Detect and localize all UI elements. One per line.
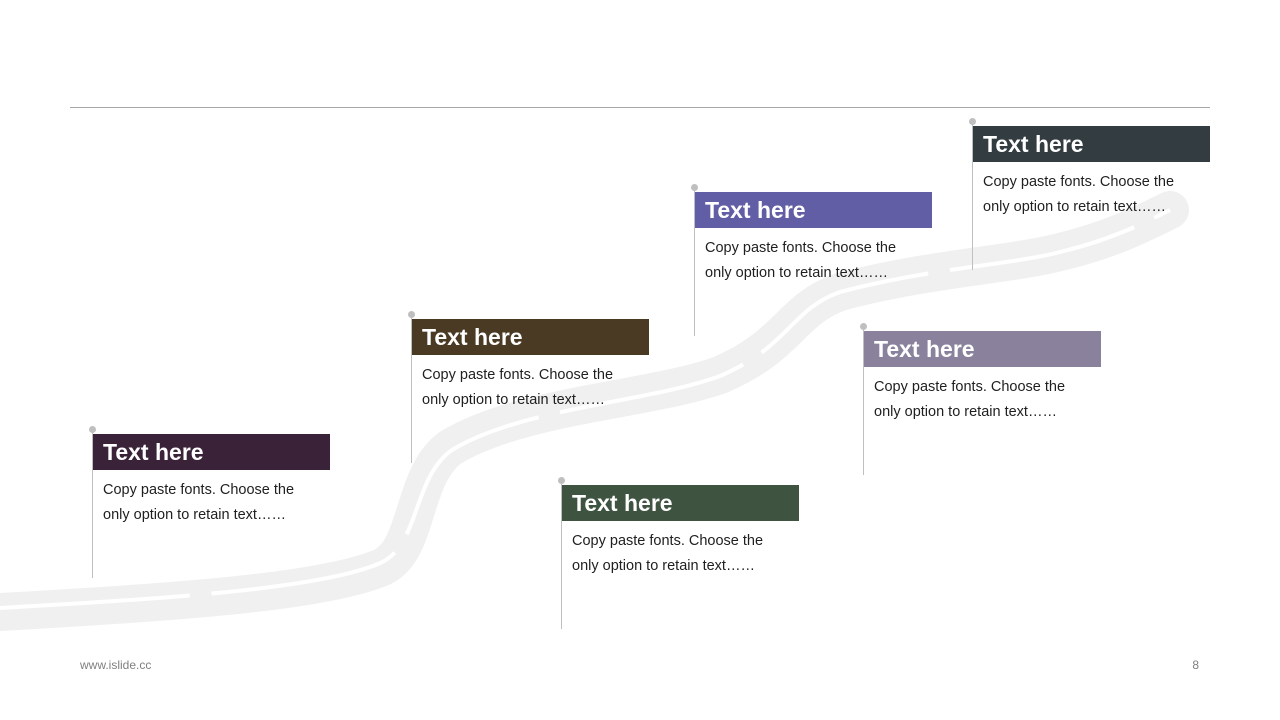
milestone-description: Copy paste fonts. Choose the only option…	[572, 533, 764, 574]
milestone-title: Text here	[562, 485, 799, 521]
pin-line	[92, 430, 93, 578]
pin-line	[863, 327, 864, 475]
milestone-title: Text here	[412, 319, 649, 355]
header-divider	[70, 107, 1210, 108]
footer-url: www.islide.cc	[80, 658, 152, 672]
road-lane-line	[0, 208, 1171, 610]
milestone-card: Text here Copy paste fonts. Choose the o…	[408, 311, 649, 463]
milestone-description: Copy paste fonts. Choose the only option…	[983, 174, 1175, 215]
milestone-title: Text here	[973, 126, 1210, 162]
milestone-title: Text here	[695, 192, 932, 228]
pin-dot-icon	[860, 323, 867, 330]
milestone-description: Copy paste fonts. Choose the only option…	[422, 367, 614, 408]
milestone-title: Text here	[93, 434, 330, 470]
milestone-title: Text here	[864, 331, 1101, 367]
milestone-card: Text here Copy paste fonts. Choose the o…	[558, 477, 799, 629]
page-number: 8	[1192, 658, 1199, 672]
pin-dot-icon	[969, 118, 976, 125]
milestone-description: Copy paste fonts. Choose the only option…	[103, 482, 295, 523]
milestone-description: Copy paste fonts. Choose the only option…	[874, 379, 1066, 420]
milestone-description: Copy paste fonts. Choose the only option…	[705, 240, 897, 281]
pin-line	[411, 315, 412, 463]
pin-dot-icon	[89, 426, 96, 433]
milestone-card: Text here Copy paste fonts. Choose the o…	[969, 118, 1210, 270]
pin-dot-icon	[691, 184, 698, 191]
pin-dot-icon	[408, 311, 415, 318]
milestone-card: Text here Copy paste fonts. Choose the o…	[89, 426, 330, 578]
milestone-card: Text here Copy paste fonts. Choose the o…	[691, 184, 932, 336]
pin-line	[694, 188, 695, 336]
milestone-card: Text here Copy paste fonts. Choose the o…	[860, 323, 1101, 475]
pin-dot-icon	[558, 477, 565, 484]
pin-line	[561, 481, 562, 629]
pin-line	[972, 122, 973, 270]
